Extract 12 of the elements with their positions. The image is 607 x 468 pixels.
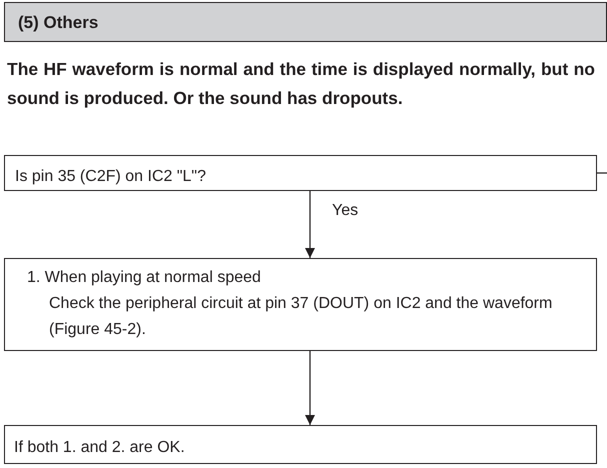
arrow <box>305 351 315 425</box>
box-text: 1. When playing at normal speed <box>27 268 262 288</box>
section-heading: (5) Others <box>18 13 98 33</box>
process-box <box>4 258 597 351</box>
box-text: Check the peripheral circuit at pin 37 (DOUT) on IC2 and the waveform (Figure 45-2). <box>49 294 554 340</box>
process-box <box>4 155 597 191</box>
box-text: If both 1. and 2. are OK. <box>14 438 186 458</box>
process-box <box>4 425 597 464</box>
arrow <box>305 191 315 258</box>
description-text: The HF waveform is normal and the time is displayed normally, but no sound is produced. Or the sound has dropouts. <box>7 58 595 110</box>
box-text: Is pin 35 (C2F) on IC2 "L"? <box>15 167 207 187</box>
connector-line <box>597 172 607 174</box>
